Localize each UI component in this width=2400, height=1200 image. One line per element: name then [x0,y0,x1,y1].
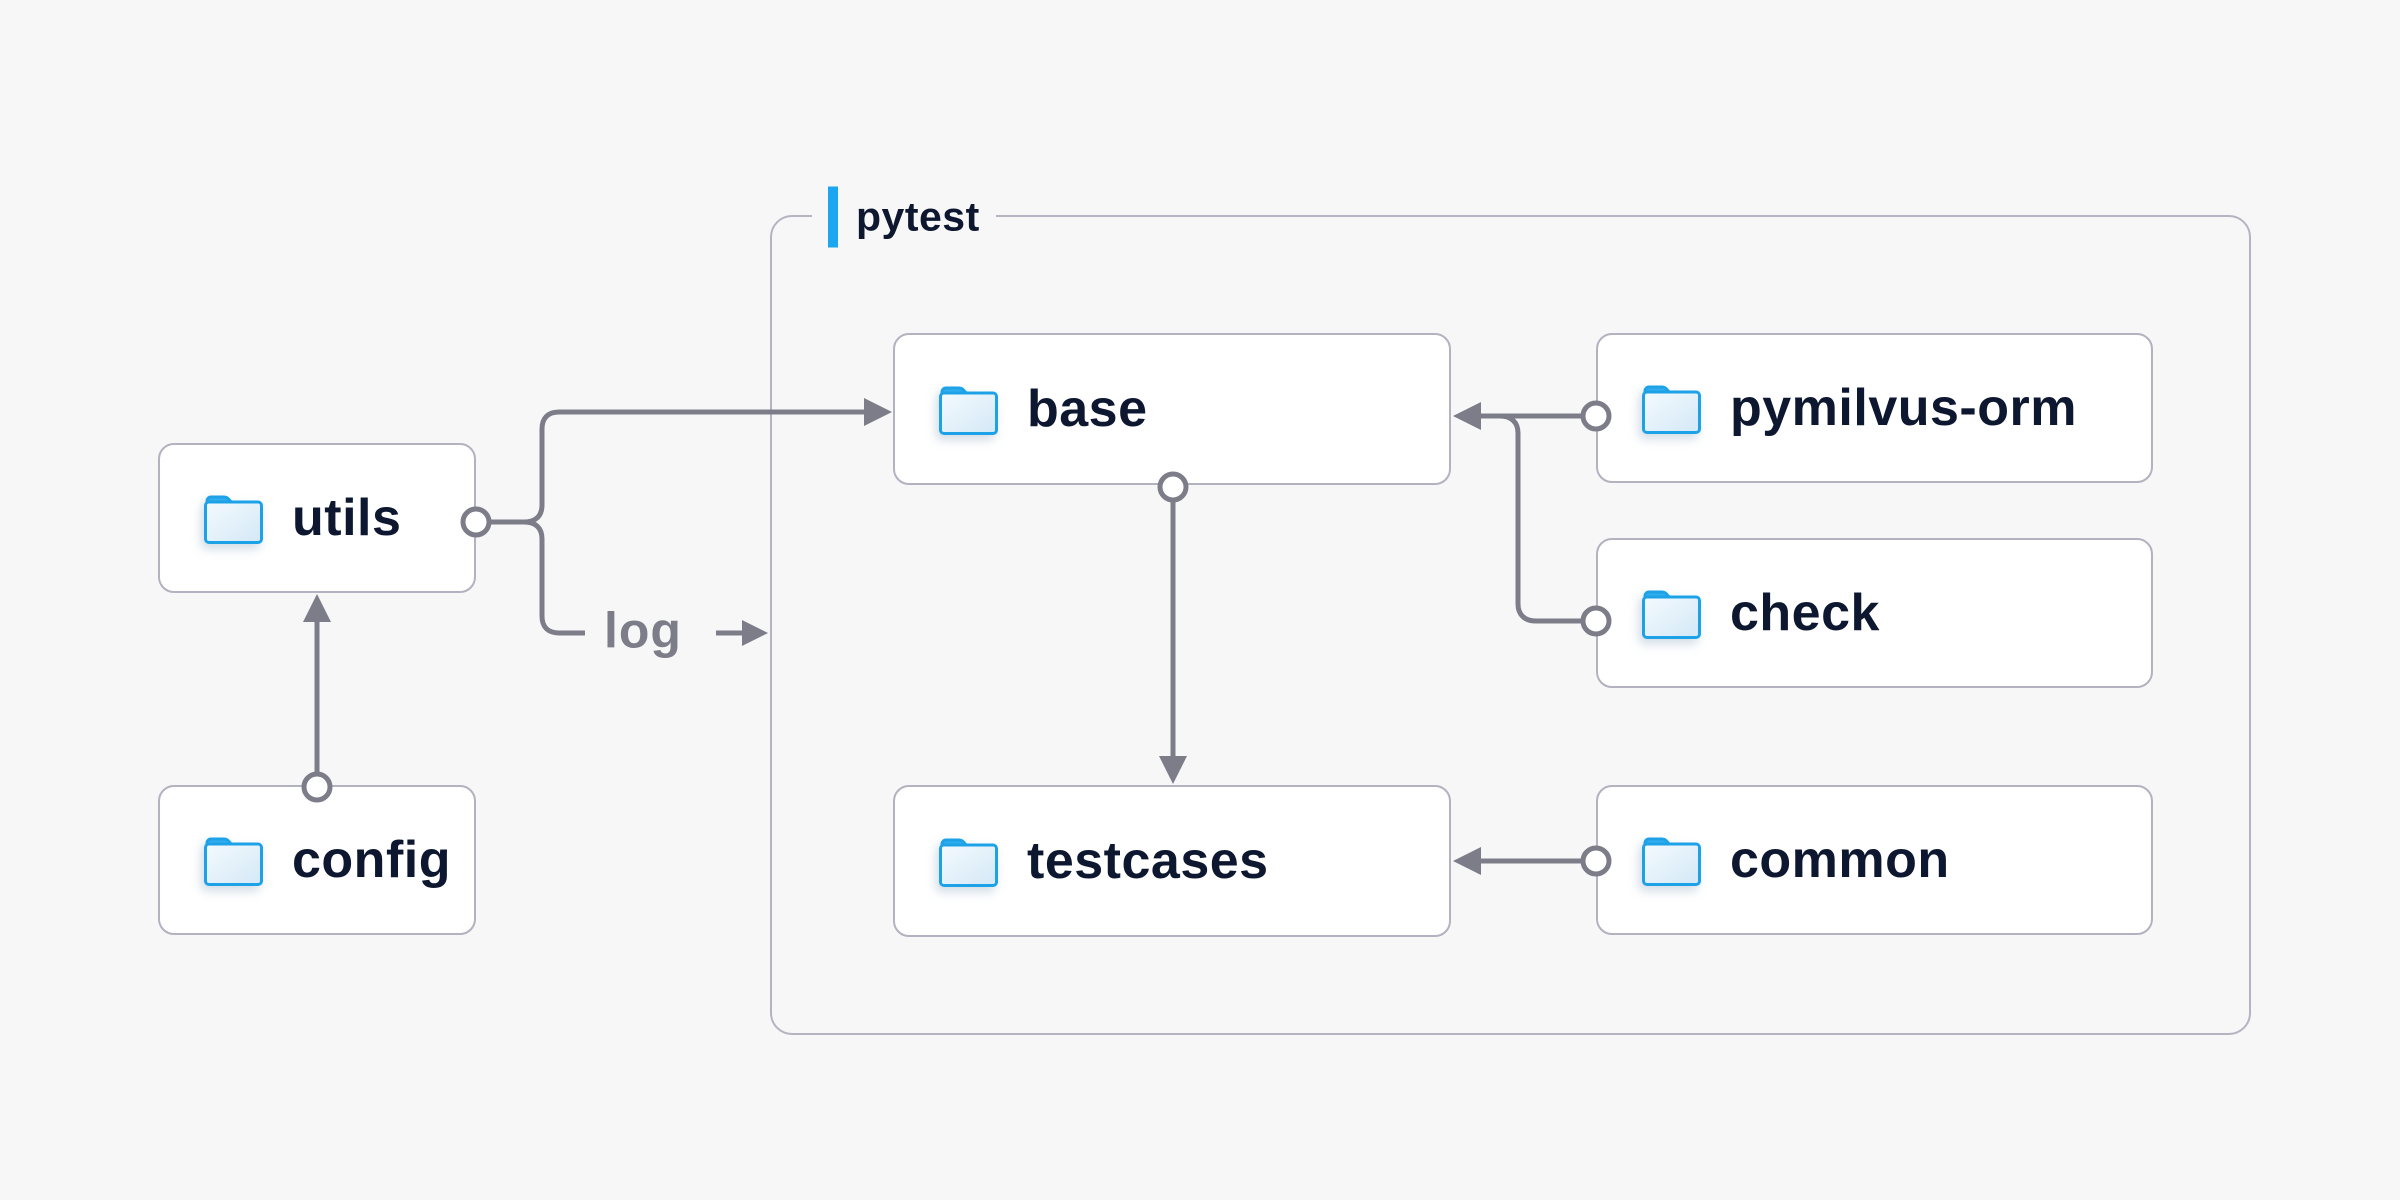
edge-config-to-utils [301,594,333,803]
node-common: common [1596,785,2153,935]
node-base: base [893,333,1451,485]
edge-log-arrow [716,620,768,646]
node-pymilvus-orm: pymilvus-orm [1596,333,2153,483]
accent-bar [828,186,838,248]
node-common-label: common [1730,831,1950,889]
group-title: pytest [856,193,980,240]
edge-label-log: log [604,602,682,659]
arrowhead-up-icon [303,594,331,622]
group-pytest-label: pytest [812,186,996,248]
folder-icon [200,832,266,888]
node-utils-label: utils [292,489,402,547]
node-config: config [158,785,476,935]
node-testcases: testcases [893,785,1451,937]
folder-icon [935,833,1001,889]
node-pymilvus-orm-label: pymilvus-orm [1730,379,2077,437]
group-pytest-container [770,215,2251,1035]
node-config-label: config [292,831,451,889]
node-check: check [1596,538,2153,688]
folder-icon [1638,585,1704,641]
folder-icon [1638,380,1704,436]
node-testcases-label: testcases [1027,832,1269,890]
edge-utils-to-log [523,519,585,636]
arrowhead-right-icon [742,620,768,646]
node-check-label: check [1730,584,1880,642]
folder-icon [1638,832,1704,888]
node-base-label: base [1027,380,1148,438]
folder-icon [935,381,1001,437]
node-utils: utils [158,443,476,593]
folder-icon [200,490,266,546]
